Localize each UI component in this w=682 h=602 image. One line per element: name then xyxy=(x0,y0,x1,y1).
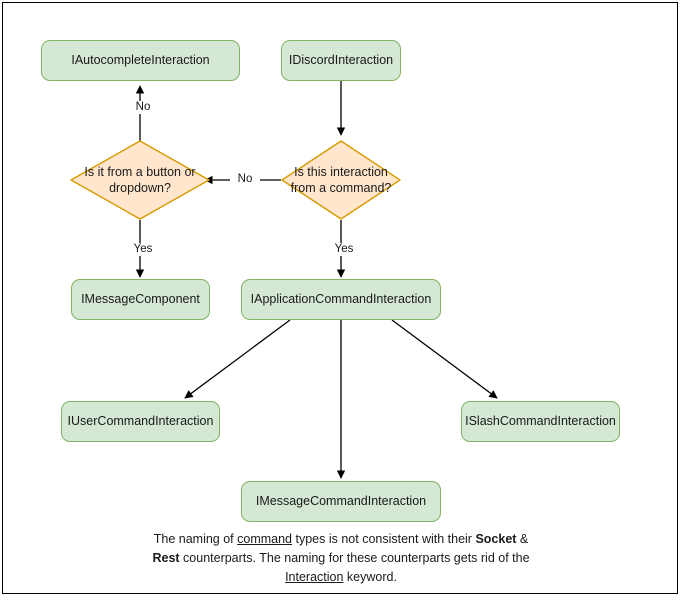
node-label: Is this interaction from a command? xyxy=(290,164,392,195)
footnote-text: The naming of command types is not consi… xyxy=(141,530,541,586)
node-label: ISlashCommandInteraction xyxy=(465,413,616,428)
node-label: IMessageCommandInteraction xyxy=(255,493,427,508)
footnote-interaction-keyword: Interaction xyxy=(285,569,344,584)
node-label: IApplicationCommandInteraction xyxy=(250,291,432,306)
footnote-part: The naming of xyxy=(153,532,238,546)
node-decision-button-or-dropdown[interactable]: Is it from a button or dropdown? xyxy=(70,140,210,220)
footnote-part: keyword. xyxy=(343,569,397,584)
node-slash-command-interaction[interactable]: ISlashCommandInteraction xyxy=(461,401,620,442)
node-autocomplete-interaction[interactable]: IAutocompleteInteraction xyxy=(41,40,240,81)
footnote-command-keyword: command xyxy=(237,532,293,546)
node-message-component[interactable]: IMessageComponent xyxy=(71,279,210,320)
diamond-shape xyxy=(70,140,210,220)
edge-label-no-autocomplete: No xyxy=(128,101,158,114)
node-label: IUserCommandInteraction xyxy=(67,413,214,428)
footnote-rest-keyword: Rest xyxy=(152,550,180,565)
node-discord-interaction[interactable]: IDiscordInteraction xyxy=(281,40,401,81)
footnote-socket-keyword: Socket xyxy=(475,532,517,546)
node-label: IAutocompleteInteraction xyxy=(71,52,210,67)
footnote-part: & xyxy=(516,532,529,546)
node-user-command-interaction[interactable]: IUserCommandInteraction xyxy=(61,401,220,442)
node-label: IDiscordInteraction xyxy=(288,52,394,67)
node-message-command-interaction[interactable]: IMessageCommandInteraction xyxy=(241,481,441,522)
edge-application-command-to-user-command xyxy=(184,319,291,399)
node-label: Is it from a button or dropdown? xyxy=(84,164,196,195)
edge-application-command-to-slash-command xyxy=(391,319,498,399)
footnote-part: counterparts. The naming for these count… xyxy=(179,550,530,565)
edge-label-no-button-dropdown: No xyxy=(230,173,260,186)
node-label: IMessageComponent xyxy=(81,291,200,306)
node-application-command-interaction[interactable]: IApplicationCommandInteraction xyxy=(241,279,441,320)
footnote-part: types is not consistent with their xyxy=(292,532,476,546)
edge-label-yes-message-component: Yes xyxy=(125,243,161,256)
node-decision-from-command[interactable]: Is this interaction from a command? xyxy=(281,140,401,220)
edge-label-yes-application-command: Yes xyxy=(326,243,362,256)
diamond-shape xyxy=(281,140,401,220)
